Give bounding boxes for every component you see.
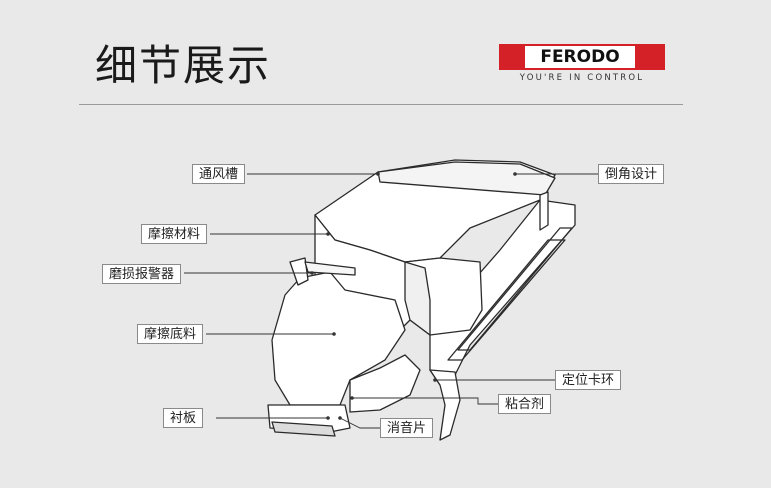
label-shim: 消音片 [380,418,434,438]
leader-shim [339,417,380,429]
ferodo-logo: FERODO YOU'RE IN CONTROL [499,44,665,88]
label-friction-underlayer: 摩擦底料 [137,324,204,344]
label-friction-material: 摩擦材料 [141,224,208,244]
logo-brand: FERODO [525,46,635,68]
shim-layer [271,421,336,437]
label-wear-alarm: 磨损报警器 [102,264,182,284]
wear-alarm-clip [289,257,309,286]
label-chamfer-design: 倒角设计 [598,164,665,184]
label-vent-groove: 通风槽 [192,164,246,184]
pad-side-layer-2 [447,239,566,361]
logo-tagline: YOU'RE IN CONTROL [519,73,645,83]
label-adhesive: 粘合剂 [498,394,552,414]
chamfer-strip [377,161,556,196]
vent-groove [404,261,431,336]
positioning-clip [429,369,461,441]
leader-adhesive [352,397,498,405]
label-positioning-clip: 定位卡环 [555,370,622,390]
header-divider [79,104,683,105]
page-title: 细节展示 [95,41,272,90]
chamfer-drop [539,191,549,231]
wear-alarm-tab [304,261,356,276]
label-backing-plate: 衬板 [163,408,204,428]
